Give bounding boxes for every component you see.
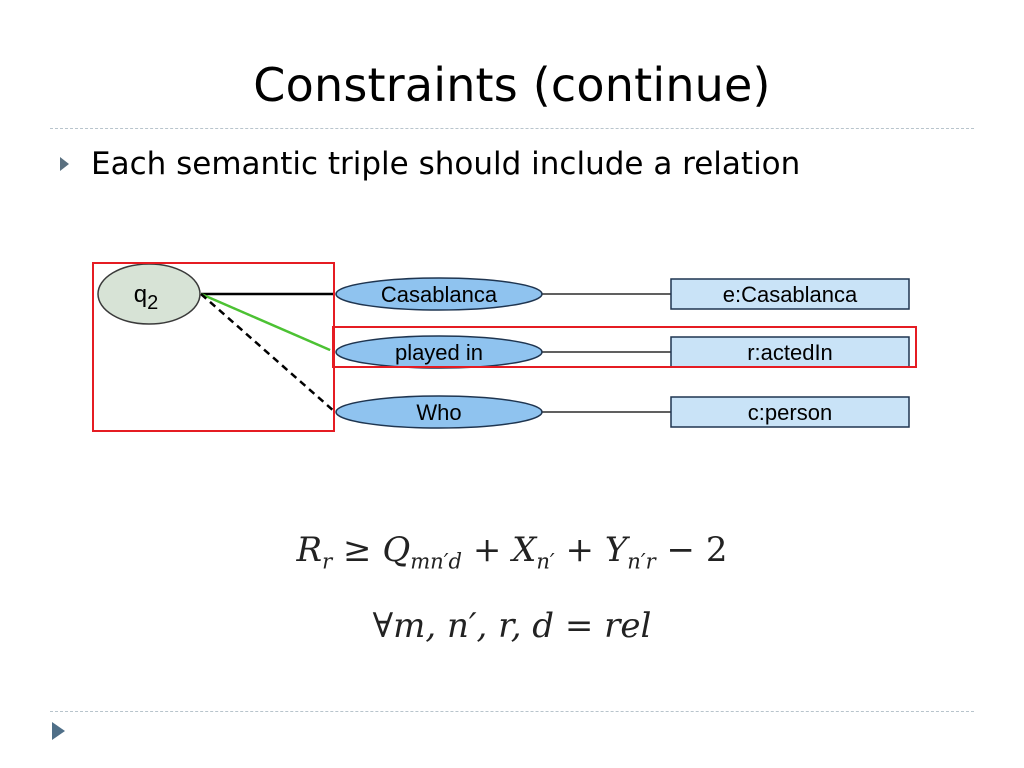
mention-label: Who	[416, 400, 461, 425]
bullet-text: Each semantic triple should include a re…	[91, 146, 801, 182]
svg-text:q2: q2	[134, 281, 158, 314]
query-node-label: q	[134, 281, 147, 308]
quantifier-formula: ∀m, n′, r, d = rel	[0, 606, 1024, 646]
formula-minus-two: − 2	[655, 530, 728, 570]
entity-box-acted-in: r:actedIn	[670, 336, 910, 368]
formula-plus-1: +	[462, 530, 513, 570]
semantic-triple-diagram: q2 Casablanca played in Who e:Casablanca…	[92, 262, 917, 432]
highlight-box-relation-row	[332, 326, 917, 368]
edge-q2-played-in-green	[200, 292, 331, 352]
edge-q2-who	[200, 293, 336, 413]
formula-X: X	[512, 530, 537, 570]
formula-Y: Y	[604, 530, 628, 570]
formula-Q: Q	[382, 530, 411, 570]
entity-label: r:actedIn	[747, 340, 833, 365]
quantifier-text: ∀m, n′, r, d = rel	[372, 606, 652, 646]
query-node: q2	[97, 263, 201, 325]
mention-label: Casablanca	[381, 282, 498, 307]
formula-Y-sub: n′r	[627, 548, 656, 574]
formula-X-sub: n′	[536, 548, 555, 574]
formula-Q-sub: mn′d	[410, 548, 463, 574]
entity-box-casablanca: e:Casablanca	[670, 278, 910, 310]
footer-arrow-icon	[52, 722, 65, 740]
footer-divider	[50, 711, 974, 712]
mention-label: played in	[395, 340, 483, 365]
formula-plus-2: +	[554, 530, 605, 570]
constraint-formula: Rr ≥ Qmn′d + Xn′ + Yn′r − 2	[0, 530, 1024, 573]
title-divider	[50, 128, 974, 129]
entity-label: e:Casablanca	[723, 282, 858, 307]
formula-R: R	[296, 530, 323, 570]
mention-node-who: Who	[335, 395, 543, 429]
formula-geq: ≥	[332, 530, 383, 570]
entity-box-person: c:person	[670, 396, 910, 428]
bullet-item: Each semantic triple should include a re…	[60, 146, 800, 182]
slide-title: Constraints (continue)	[253, 58, 771, 112]
query-node-subscript: 2	[147, 292, 158, 314]
mention-node-casablanca: Casablanca	[335, 277, 543, 311]
entity-label: c:person	[748, 400, 832, 425]
mention-node-played-in: played in	[335, 335, 543, 369]
formula-R-sub: r	[322, 548, 333, 574]
bullet-arrow-icon	[60, 157, 69, 171]
